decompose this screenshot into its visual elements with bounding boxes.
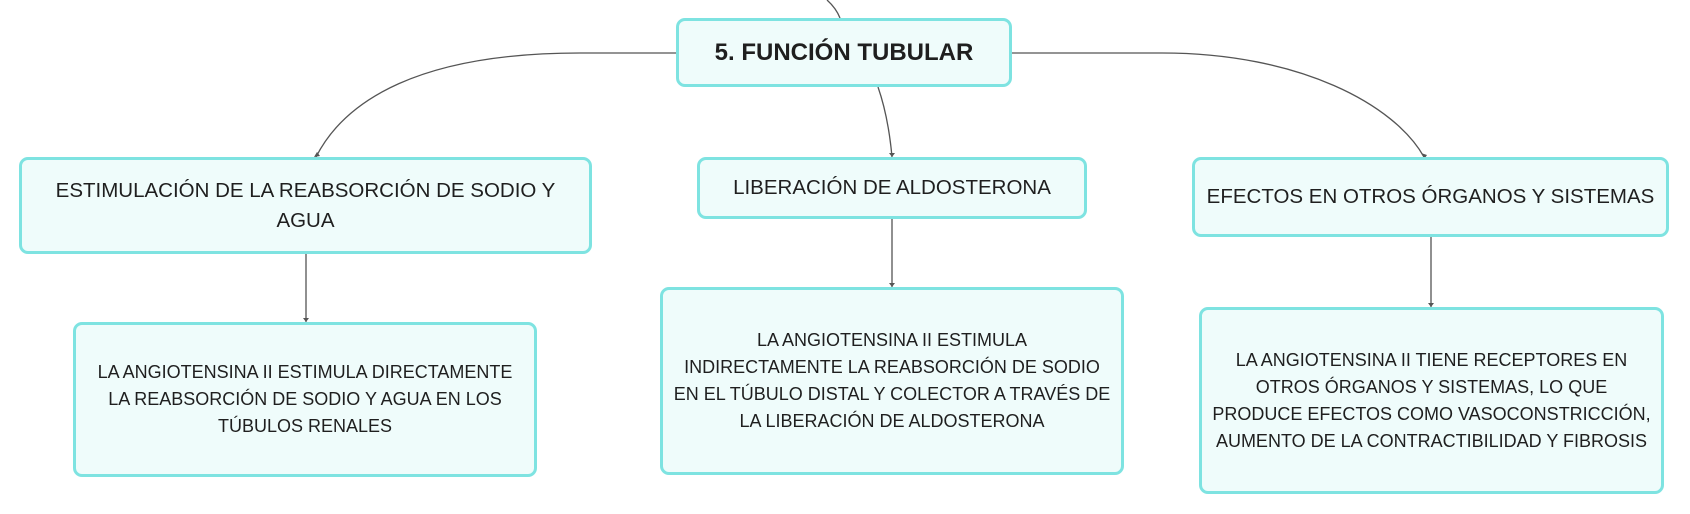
branch-label: LIBERACIÓN DE ALDOSTERONA [733,176,1051,199]
arrowhead-branch-1 [303,318,309,322]
detail-node-other-organs[interactable]: LA ANGIOTENSINA II TIENE RECEPTORES EN O… [1199,307,1664,494]
branch-node-other-organs[interactable]: EFECTOS EN OTROS ÓRGANOS Y SISTEMAS [1192,157,1669,237]
connector-root-to-branch-1 [315,52,676,158]
arrowhead-root-branch-3 [1421,153,1427,158]
detail-text: LA ANGIOTENSINA II TIENE RECEPTORES EN O… [1212,349,1651,451]
branch-label: EFECTOS EN OTROS ÓRGANOS Y SISTEMAS [1206,185,1655,208]
detail-node-aldosterone[interactable]: LA ANGIOTENSINA II ESTIMULA INDIRECTAMEN… [660,287,1124,475]
root-node[interactable]: 5. FUNCIÓN TUBULAR [676,18,1012,87]
branch-node-sodium-water[interactable]: ESTIMULACIÓN DE LA REABSORCIÓN DE SODIO … [19,157,592,254]
arrowhead-branch-2 [889,283,895,287]
root-label: 5. FUNCIÓN TUBULAR [714,38,974,66]
arrowhead-root-branch-2 [889,153,895,157]
branch-label: ESTIMULACIÓN DE LA REABSORCIÓN DE SODIO … [55,178,556,232]
branch-node-aldosterone[interactable]: LIBERACIÓN DE ALDOSTERONA [697,157,1087,219]
connector-parent-to-root [826,0,841,19]
detail-text: LA ANGIOTENSINA II ESTIMULA INDIRECTAMEN… [673,330,1111,431]
connector-root-to-branch-2 [877,86,893,158]
detail-node-sodium-water[interactable]: LA ANGIOTENSINA II ESTIMULA DIRECTAMENTE… [73,322,537,477]
arrowhead-root-branch-1 [314,152,320,157]
detail-text: LA ANGIOTENSINA II ESTIMULA DIRECTAMENTE… [97,362,513,436]
arrowhead-branch-3 [1428,303,1434,307]
connector-root-to-branch-3 [1012,52,1425,158]
